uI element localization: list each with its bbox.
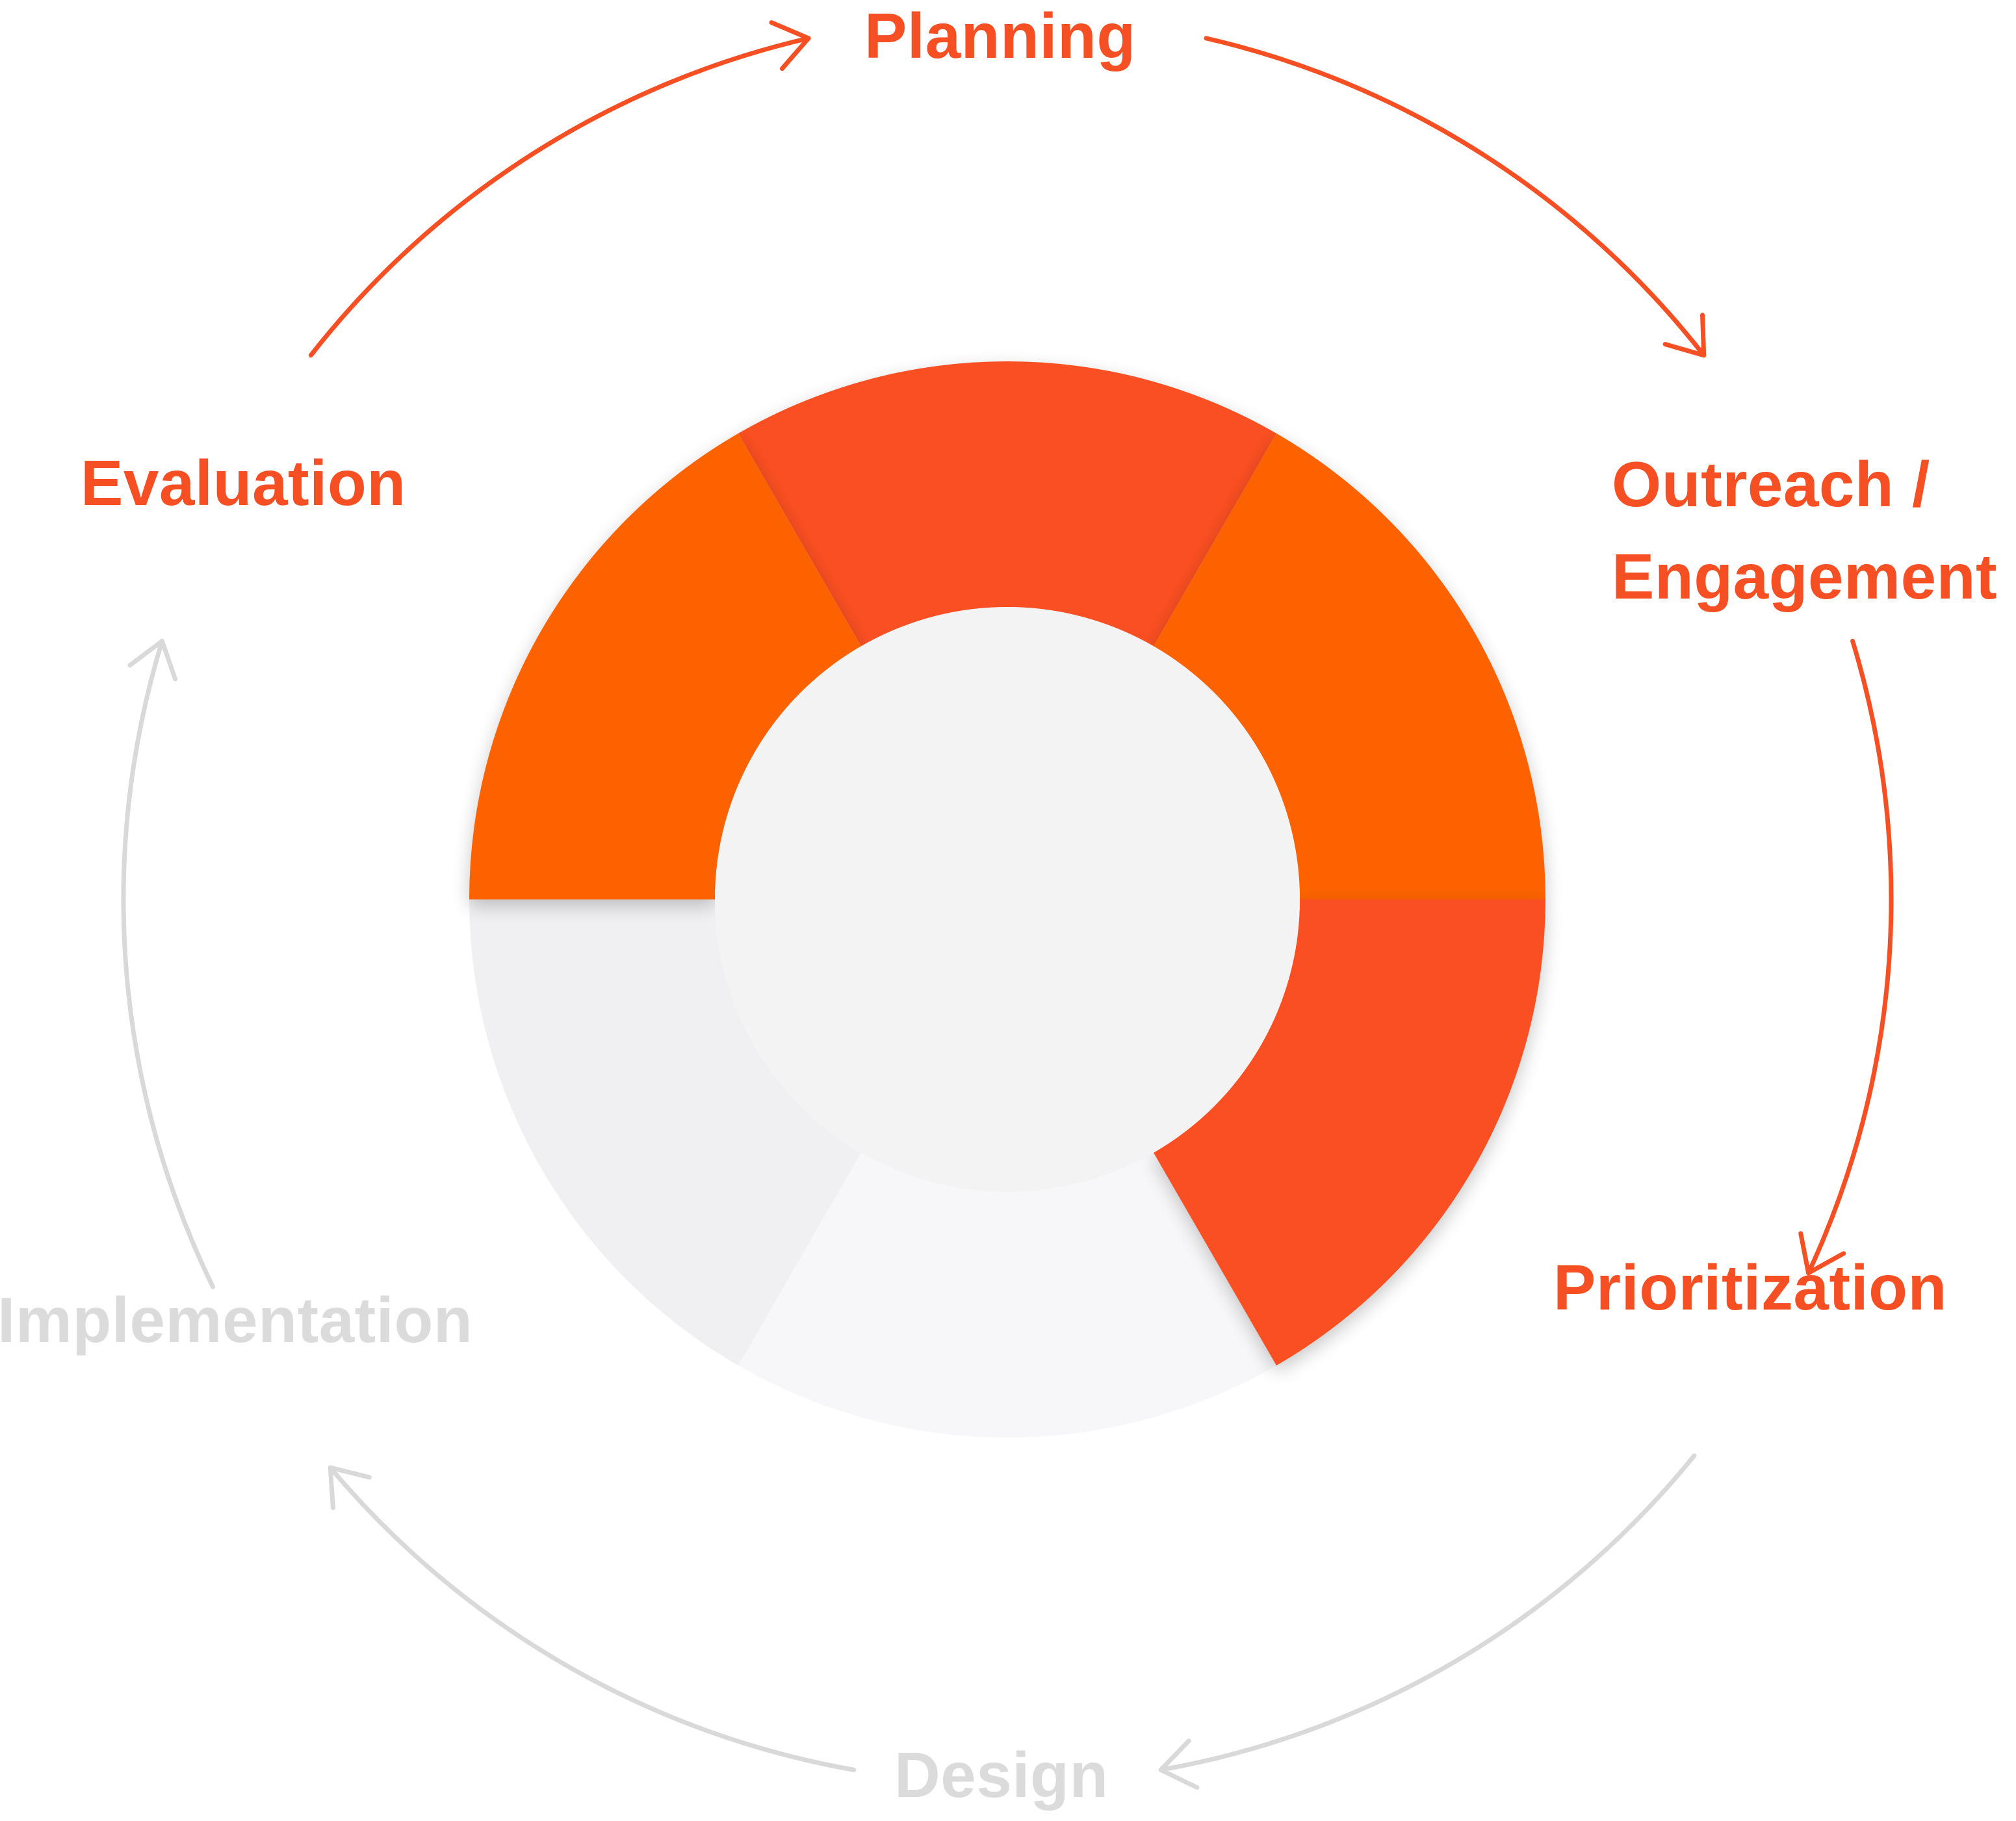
- cycle-arrow-outreach-engagement-to-prioritization: [1806, 638, 1894, 1276]
- cycle-arrow-prioritization-to-design: [1158, 1453, 1697, 1772]
- stage-label-implementation-text: Implementation: [0, 1284, 473, 1356]
- stage-label-planning: Planning: [864, 0, 1136, 82]
- ring-segment-planning: [738, 361, 1276, 647]
- ring-segments: [469, 361, 1545, 1438]
- ring-segment-evaluation: [469, 433, 861, 899]
- stage-label-implementation: Implementation: [0, 1274, 472, 1366]
- arrowhead-prioritization: [1798, 1231, 1846, 1276]
- ring-segment-outreach-engagement: [1154, 433, 1545, 899]
- stage-label-prioritization: Prioritization: [1553, 1241, 1947, 1334]
- center-disc: [715, 607, 1300, 1192]
- stage-label-design: Design: [894, 1729, 1109, 1821]
- arrowhead-outreach-engagement: [1662, 313, 1707, 358]
- arrowhead-implementation: [328, 1465, 372, 1510]
- stage-label-design-text: Design: [894, 1739, 1109, 1811]
- ring-segment-prioritization: [1154, 899, 1545, 1366]
- arrowhead-design: [1158, 1738, 1200, 1790]
- stage-label-prioritization-text: Prioritization: [1553, 1252, 1947, 1323]
- arrowhead-planning: [769, 20, 811, 71]
- stage-label-outreach-line-2: Engagement: [1612, 541, 1998, 612]
- cycle-arrow-evaluation-to-planning: [308, 36, 811, 358]
- cycle-arrow-design-to-implementation: [328, 1465, 857, 1772]
- ring-segment-design: [738, 1152, 1276, 1438]
- cycle-arrow-planning-to-outreach-engagement: [1204, 36, 1707, 358]
- ring-segment-implementation: [469, 899, 861, 1366]
- stage-label-evaluation-text: Evaluation: [81, 447, 406, 519]
- stage-label-evaluation: Evaluation: [81, 437, 406, 529]
- stage-label-planning-text: Planning: [864, 0, 1136, 71]
- cycle-arrow-implementation-to-evaluation: [121, 638, 216, 1289]
- stage-label-outreach-engagement: Outreach / Engagement: [1612, 438, 1997, 623]
- stage-label-outreach-line-1: Outreach /: [1612, 448, 1930, 520]
- arrowhead-evaluation: [127, 638, 178, 682]
- cycle-arrows: [121, 20, 1894, 1790]
